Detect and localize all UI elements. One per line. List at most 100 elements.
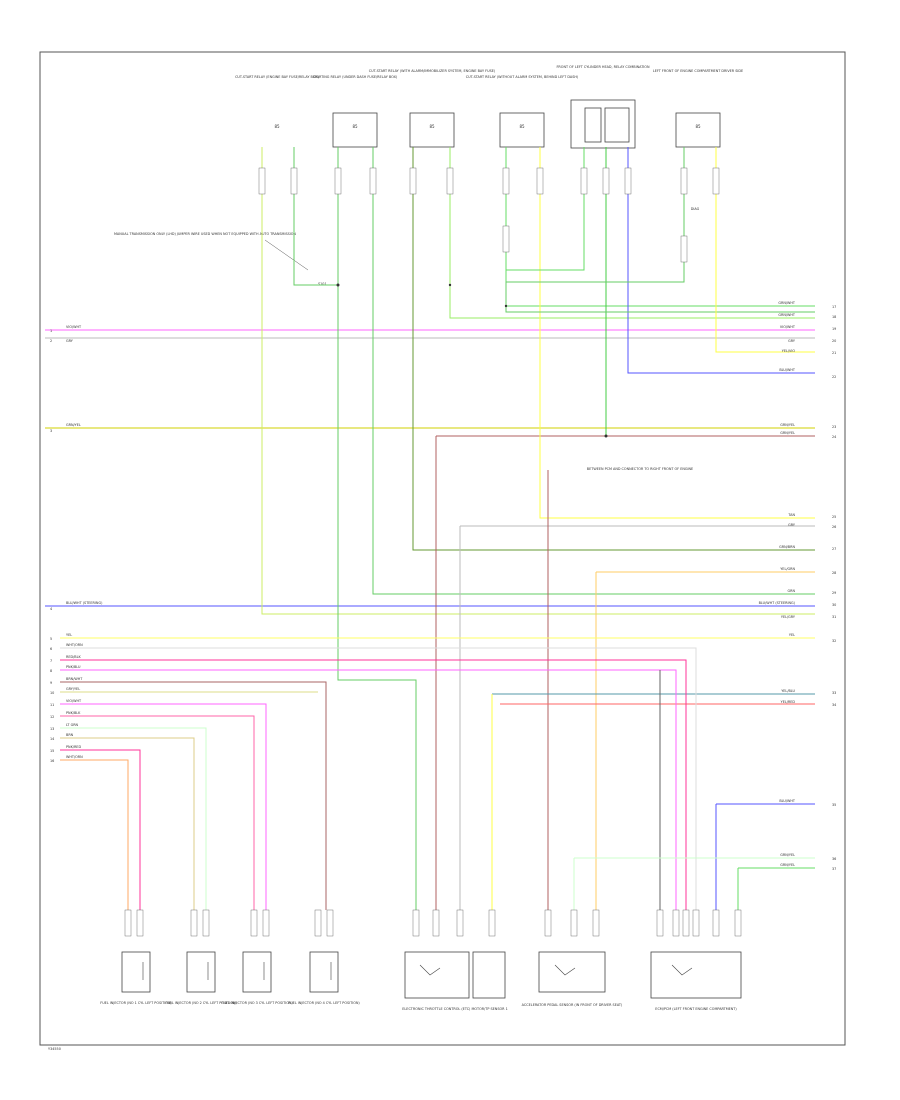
top-component-1: CUT-START RELAY (ENGINE BAY FUSE/RELAY B… [235, 75, 320, 129]
wire-color-label: YEL/BLU [781, 689, 795, 693]
top-component-2: STARTING RELAY (UNDER DASH FUSE/RELAY BO… [313, 75, 398, 148]
connector-block [202, 909, 210, 937]
wire-color-label: GRY [788, 339, 796, 343]
wire-number: 33 [832, 691, 836, 695]
wire-color-label: GRN [787, 589, 795, 593]
wire-relay2-b [372, 147, 815, 595]
wire-number: 16 [50, 759, 54, 763]
connector-block [734, 909, 742, 937]
wire-relay5-a [506, 147, 585, 271]
connector-block [124, 909, 132, 937]
component-box [121, 951, 151, 993]
wire-number: 12 [50, 715, 54, 719]
connector-block [250, 909, 258, 937]
connector-block [536, 167, 544, 195]
wire-number: 36 [832, 857, 836, 861]
wire-color-label: WHT/ORN [66, 755, 83, 759]
jumper-note: MANUAL TRANSMISSION ONLY (LHD) JUMPER WI… [114, 232, 296, 236]
diag-note: DIAG [691, 207, 700, 211]
top-component-label: STARTING RELAY (UNDER DASH FUSE/RELAY BO… [313, 75, 398, 79]
component-box [186, 951, 216, 993]
wire-pnk-red [60, 749, 141, 910]
connector-block [672, 909, 680, 937]
wire-color-label: GRY [788, 523, 796, 527]
wire-color-label: GRN/YEL [780, 431, 795, 435]
wire-relay6-b [715, 147, 815, 353]
splice-dot [448, 283, 452, 287]
wire-number: 30 [832, 603, 836, 607]
bottom-component-label: FUEL INJECTOR (NO 3 CYL LEFT POSITION) [221, 1001, 293, 1005]
top-component-label: LEFT FRONT OF ENGINE COMPARTMENT DRIVER … [653, 69, 743, 73]
bottom-component-label: FUEL INJECTOR (NO 4 CYL LEFT POSITION) [288, 1001, 360, 1005]
wire-relay3-b [449, 147, 815, 319]
wire-number: 34 [832, 703, 836, 707]
wire-color-label: LT GRN [66, 723, 79, 727]
wire-color-label: PNK/RED [66, 745, 81, 749]
connector-block [326, 909, 334, 937]
wire-number: 10 [50, 691, 54, 695]
wire-number: 25 [832, 515, 836, 519]
wire-color-label: WHT/ORN [66, 643, 83, 647]
wire-relay1-b [293, 147, 338, 286]
wire-color-label: RED/BLK [66, 655, 81, 659]
wire-color-label: GRN/YEL [66, 423, 81, 427]
wire-number: 8 [50, 669, 52, 673]
wire-color-label: GRN/BRN [779, 545, 795, 549]
connector-block [262, 909, 270, 937]
wire-number: 37 [832, 867, 836, 871]
connector-block [334, 167, 342, 195]
wire-number: 29 [832, 591, 836, 595]
wire-number: 22 [832, 375, 836, 379]
splice-dot [336, 283, 340, 287]
wire-number: 5 [50, 637, 52, 641]
top-component-label: CUT-START RELAY (WITH ALARM/IMMOBILIZER … [369, 69, 496, 73]
relay-pin-label: 85 [274, 124, 280, 129]
wire-color-label: BLU/WHT [779, 368, 796, 372]
bottom-component-fuel-injector-3: FUEL INJECTOR (NO 3 CYL LEFT POSITION) [221, 951, 293, 1005]
connector-block [258, 167, 266, 195]
wire-vio-wht-2 [60, 703, 267, 910]
connector-block [712, 909, 720, 937]
wire-number: 7 [50, 659, 52, 663]
bottom-component-ecm-pcm: ECM/PCM (LEFT FRONT ENGINE COMPARTMENT) [650, 951, 742, 1011]
right-wire-labels: GRN/WHT 17 GRN/WHT 18 VIO/WHT 19 GRY 20 … [759, 301, 837, 871]
wire-number: 21 [832, 351, 836, 355]
wire-color-label: GRY/YEL [66, 687, 80, 691]
wire-relay4-b [539, 147, 815, 519]
component-box [538, 951, 606, 993]
wire-color-label: GRY [66, 339, 74, 343]
wire-number: 18 [832, 315, 836, 319]
connector-block [580, 167, 588, 195]
wire-number: 24 [832, 435, 836, 439]
connector-block [290, 167, 298, 195]
wire-number: 6 [50, 647, 52, 651]
connector-block [314, 909, 322, 937]
wire-pnk-blu [60, 669, 677, 910]
connector-block [502, 225, 510, 253]
wire-color-label: YEL/GRN [780, 567, 795, 571]
bottom-component-label: FUEL INJECTOR (NO 2 CYL LEFT POSITION) [165, 1001, 237, 1005]
component-box [309, 951, 339, 993]
top-component-label: FRONT OF LEFT CYLINDER HEAD, RELAY COMBI… [556, 65, 649, 69]
wire-color-label: GRN/WHT [778, 301, 796, 305]
wire-number: 13 [50, 727, 54, 731]
relay-box [499, 112, 545, 148]
wire-brn [60, 737, 195, 910]
wire-color-label: YEL [66, 633, 72, 637]
wire-wht-orn [60, 647, 697, 910]
connector-block [544, 909, 552, 937]
component-box [650, 951, 742, 999]
relay-pin-label: 85 [519, 124, 525, 129]
connector-block [592, 909, 600, 937]
top-component-label: CUT-START RELAY (ENGINE BAY FUSE/RELAY B… [235, 75, 320, 79]
relay-pin-label: 85 [352, 124, 358, 129]
bottom-component-fuel-injector-2: FUEL INJECTOR (NO 2 CYL LEFT POSITION) [165, 951, 237, 1005]
connector-block [570, 909, 578, 937]
connector-block [712, 167, 720, 195]
top-component-5: FRONT OF LEFT CYLINDER HEAD, RELAY COMBI… [556, 65, 650, 149]
diagram-id: Y34550 [48, 1047, 61, 1051]
wire-number: 11 [50, 703, 54, 707]
wire-number: 32 [832, 639, 836, 643]
splice-dot [604, 434, 608, 438]
wire-color-label: BLU/WHT (STEERING) [759, 601, 796, 605]
